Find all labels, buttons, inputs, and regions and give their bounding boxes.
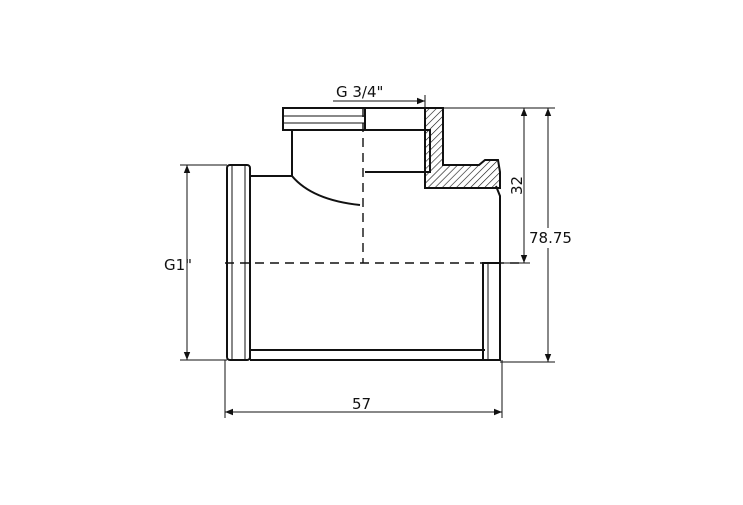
- label-height-total: 78.75: [529, 229, 572, 247]
- main-body: [225, 164, 520, 361]
- label-thread-top: G 3/4": [336, 83, 383, 101]
- label-height-branch: 32: [508, 176, 526, 195]
- saddle-curve: [291, 175, 361, 206]
- dim-thread-side: G1": [164, 164, 227, 361]
- top-nut: [282, 107, 366, 131]
- right-ring: [482, 262, 501, 361]
- branch: [282, 107, 425, 263]
- dim-thread-top: G 3/4": [333, 83, 426, 108]
- label-thread-side: G1": [164, 256, 192, 274]
- dim-height-branch: 32: [443, 107, 555, 264]
- label-width: 57: [352, 395, 371, 413]
- hatched-section: [424, 107, 501, 189]
- dim-height-total: 78.75: [500, 108, 572, 363]
- dim-width: 57: [224, 360, 503, 418]
